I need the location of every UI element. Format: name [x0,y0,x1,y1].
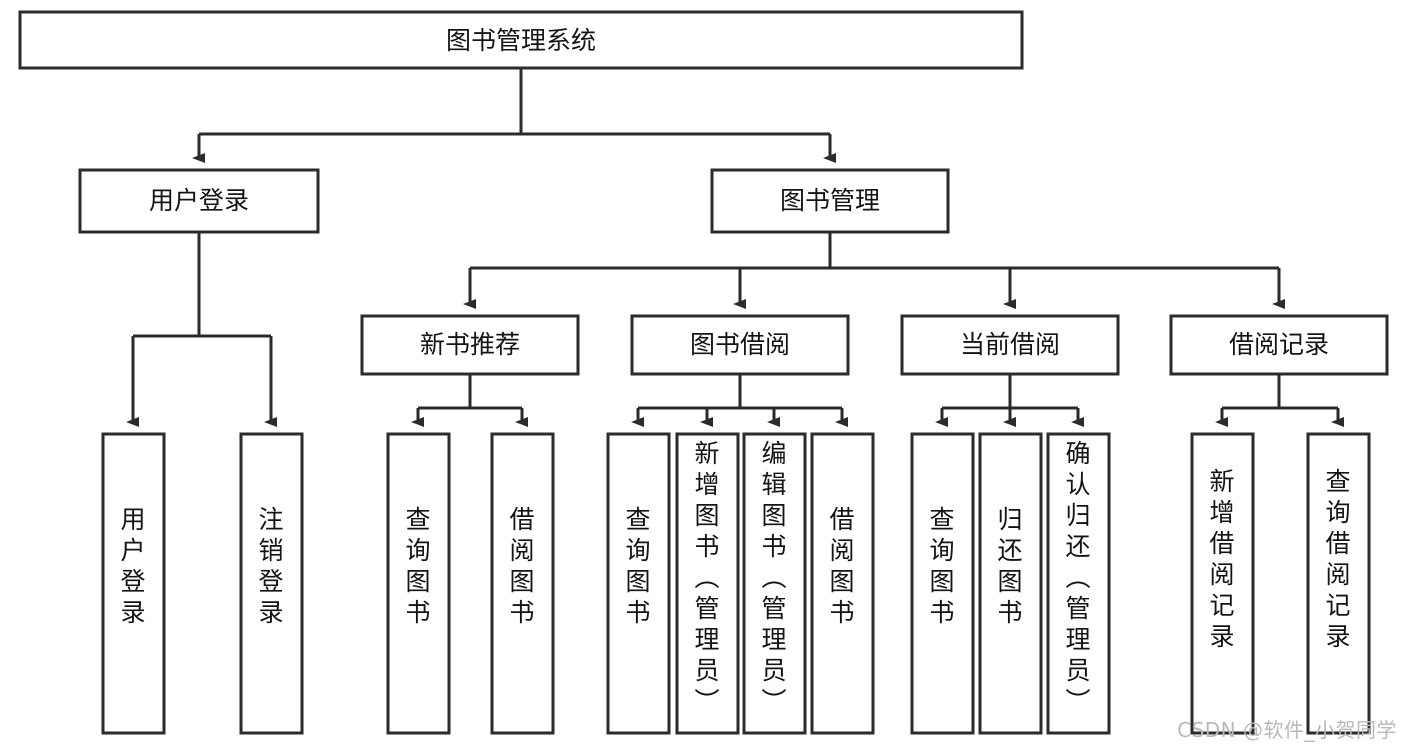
node-current-borrow[interactable]: 当前借阅 [900,314,1120,376]
node-user-login-box[interactable] [78,168,320,234]
node-leaf-cur-query-box[interactable] [910,432,975,735]
node-leaf-rec-borrow[interactable]: 借阅图书 [490,432,555,735]
node-leaf-rec-add-box[interactable] [1190,432,1255,735]
node-book-manage-box[interactable] [710,168,950,234]
node-leaf-rec-borrow-label: 借阅图书 [509,505,534,627]
node-leaf-cur-query[interactable]: 查询图书 [910,432,975,735]
node-book-borrow[interactable]: 图书借阅 [630,314,850,376]
node-book-manage[interactable]: 图书管理 [710,168,950,234]
node-book-manage-label: 图书管理 [780,186,880,215]
node-leaf-user-logout[interactable]: 注销登录 [239,432,304,735]
node-leaf-user-login[interactable]: 用户登录 [101,432,166,735]
node-leaf-rec-add-label: 新增借阅记录 [1209,467,1234,651]
node-leaf-cur-query-label: 查询图书 [929,505,954,627]
node-leaf-rec-query[interactable]: 查询图书 [386,432,451,735]
node-leaf-borrow-add-label: 新增图书︵管理员︶ [694,439,719,716]
node-borrow-record-label: 借阅记录 [1229,330,1329,359]
node-leaf-user-login-label: 用户登录 [120,505,145,627]
node-leaf-borrow-edit[interactable]: 编辑图书︵管理员︶ [742,432,807,735]
node-leaf-user-logout-box[interactable] [239,432,304,735]
node-leaf-user-login-box[interactable] [101,432,166,735]
node-leaf-cur-return[interactable]: 归还图书 [978,432,1043,735]
node-root-box[interactable] [18,10,1024,70]
node-leaf-rec-search-box[interactable] [1306,432,1371,735]
node-current-borrow-box[interactable] [900,314,1120,376]
node-book-borrow-label: 图书借阅 [690,330,790,359]
csdn-watermark: CSDN @软件_小贺同学 [1177,718,1397,742]
node-borrow-record[interactable]: 借阅记录 [1169,314,1389,376]
node-leaf-rec-search-label: 查询借阅记录 [1325,467,1350,651]
node-leaf-borrow-do-box[interactable] [810,432,875,735]
connector-layer [126,68,1344,427]
node-leaf-borrow-do-label: 借阅图书 [829,505,854,627]
node-leaf-user-logout-label: 注销登录 [258,505,283,627]
node-leaf-cur-return-box[interactable] [978,432,1043,735]
node-leaf-borrow-edit-box[interactable] [742,432,807,735]
node-root-label: 图书管理系统 [446,26,596,55]
node-user-login[interactable]: 用户登录 [78,168,320,234]
node-book-borrow-box[interactable] [630,314,850,376]
node-leaf-borrow-edit-label: 编辑图书︵管理员︶ [761,439,786,716]
node-leaf-borrow-add-box[interactable] [675,432,740,735]
node-leaf-cur-confirm[interactable]: 确认归还︵管理员︶ [1046,432,1111,735]
node-current-borrow-label: 当前借阅 [960,330,1060,359]
node-new-book-rec-label: 新书推荐 [420,330,520,359]
node-leaf-rec-borrow-box[interactable] [490,432,555,735]
node-leaf-cur-confirm-box[interactable] [1046,432,1111,735]
node-leaf-borrow-add[interactable]: 新增图书︵管理员︶ [675,432,740,735]
node-leaf-borrow-query-label: 查询图书 [625,505,650,627]
node-leaf-cur-confirm-label: 确认归还︵管理员︶ [1065,439,1090,716]
node-leaf-borrow-query[interactable]: 查询图书 [606,432,671,735]
node-borrow-record-box[interactable] [1169,314,1389,376]
node-leaf-borrow-query-box[interactable] [606,432,671,735]
node-leaf-rec-add[interactable]: 新增借阅记录 [1190,432,1255,735]
node-leaf-borrow-do[interactable]: 借阅图书 [810,432,875,735]
node-root[interactable]: 图书管理系统 [18,10,1024,70]
node-leaf-rec-query-box[interactable] [386,432,451,735]
node-new-book-rec[interactable]: 新书推荐 [360,314,580,376]
node-user-login-label: 用户登录 [149,186,249,215]
node-leaf-rec-query-label: 查询图书 [405,505,430,627]
node-leaf-rec-search[interactable]: 查询借阅记录 [1306,432,1371,735]
node-leaf-cur-return-label: 归还图书 [997,505,1022,627]
node-new-book-rec-box[interactable] [360,314,580,376]
